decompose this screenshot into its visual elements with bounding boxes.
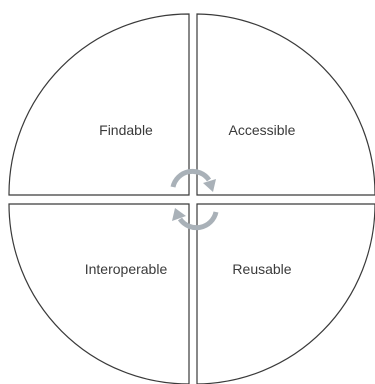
quadrant-accessible: Accessible: [196, 13, 375, 196]
quadrant-findable-shape: [8, 13, 190, 196]
cycle-arrows-icon: [170, 168, 219, 231]
quadrant-interoperable-shape: [8, 203, 190, 384]
quadrant-reusable: Reusable: [196, 203, 375, 384]
cycle-arrow-lower-arc: [177, 211, 219, 231]
quadrant-accessible-shape: [196, 13, 375, 196]
quadrant-findable-label: Findable: [99, 122, 153, 138]
cycle-arrow-upper-arc: [170, 168, 212, 188]
quadrant-findable: Findable: [8, 13, 190, 196]
quadrant-interoperable-label: Interoperable: [85, 261, 168, 277]
quadrant-reusable-label: Reusable: [232, 261, 291, 277]
quadrant-accessible-label: Accessible: [229, 122, 296, 138]
cycle-arrow-upper-head: [203, 179, 216, 192]
quadrant-reusable-shape: [196, 203, 375, 384]
cycle-arrow-lower-head: [172, 208, 186, 221]
quadrant-interoperable: Interoperable: [8, 203, 190, 384]
